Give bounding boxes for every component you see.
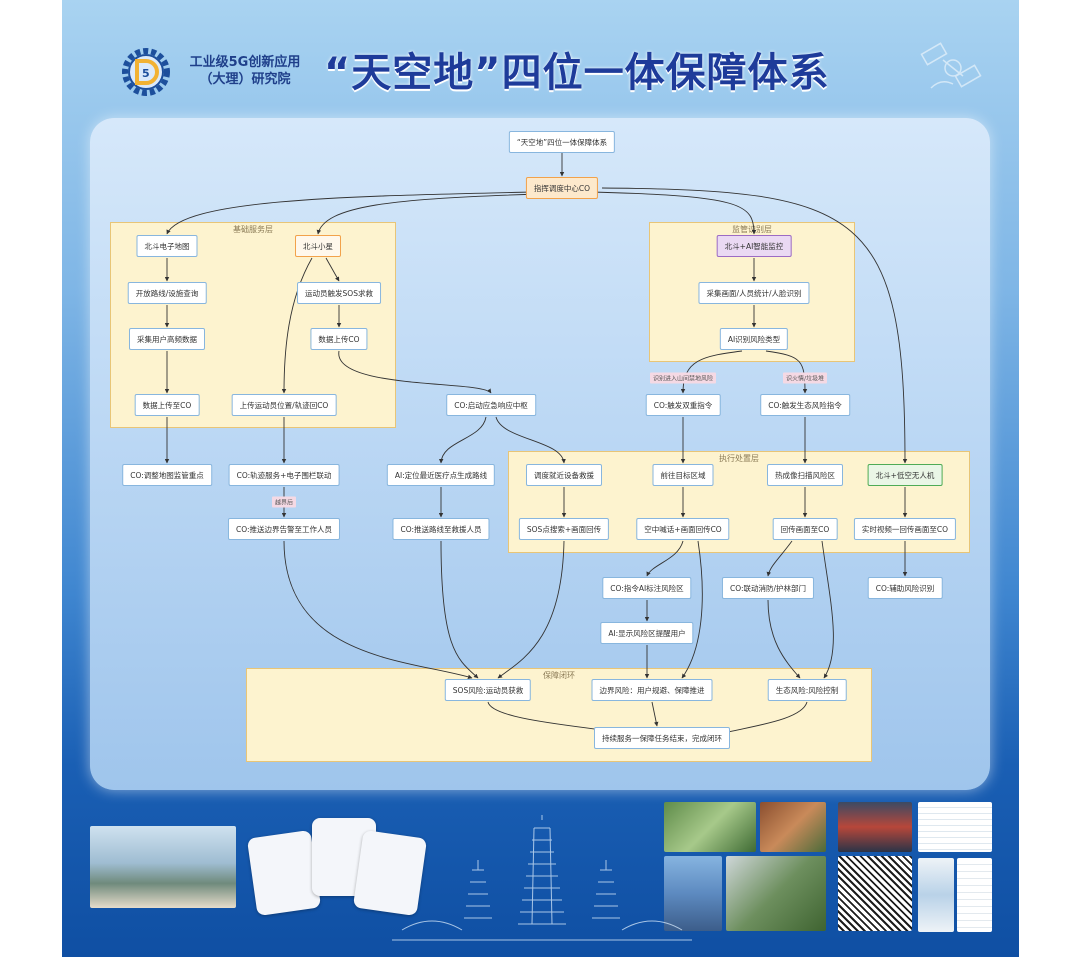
device-card-photo-1 xyxy=(246,829,322,917)
flow-arrow xyxy=(651,701,659,727)
node-root: “天空地”四位一体保障体系 xyxy=(508,131,616,153)
flow-arrow xyxy=(495,416,566,464)
node-co-emergency: CO:启动应急响应中枢 xyxy=(446,394,536,416)
qr-code xyxy=(838,856,912,931)
node-end: 持续服务一保障任务结束，完成闭环 xyxy=(594,727,730,749)
forest-camera-photo-1 xyxy=(664,802,756,852)
poster-title: “天空地”四位一体保障体系 xyxy=(324,50,830,96)
node-co-track: CO:轨迹服务+电子围栏联动 xyxy=(228,464,340,486)
node-center: 指挥调度中心CO xyxy=(525,177,599,199)
node-co-ai-mark: CO:指令AI标注风险区 xyxy=(602,577,692,599)
app-screenshot-3 xyxy=(957,858,992,932)
gear-logo-icon: 5 xyxy=(122,48,170,96)
monitor-screen-photo xyxy=(838,802,912,852)
node-ai-display: AI:显示风险区提醒用户 xyxy=(600,622,694,644)
node-thermal: 热成像扫描风险区 xyxy=(767,464,843,486)
flow-arrow xyxy=(283,540,473,679)
flow-arrow xyxy=(591,191,757,235)
layer-monitor-label: 监管识别层 xyxy=(732,225,772,234)
flow-arrow xyxy=(497,540,565,679)
flow-arrow xyxy=(601,187,908,464)
node-bd-mini: 北斗小星 xyxy=(295,235,341,257)
node-dispatch: 调度就近设备救援 xyxy=(526,464,602,486)
satellite-icon xyxy=(920,42,982,89)
node-realtime: 实时视频一回传画面至CO xyxy=(853,518,957,540)
flow-arrow xyxy=(325,257,340,282)
node-collect-img: 采集画面/人员统计/人脸识别 xyxy=(698,282,810,304)
node-co-eco: CO:触发生态风险指令 xyxy=(760,394,850,416)
flow-arrow xyxy=(166,191,533,235)
flow-arrow xyxy=(680,350,743,394)
node-border-risk: 边界风险：用户规避、保障推进 xyxy=(591,679,713,701)
node-co-fire: CO:联动消防/护林部门 xyxy=(721,577,815,599)
org-line1: 工业级5G创新应用 xyxy=(189,55,301,70)
node-ret-img: 回传画面至CO xyxy=(772,518,838,540)
forest-camera-photo-2 xyxy=(760,802,826,852)
flow-arrow xyxy=(338,350,492,394)
flow-arrow xyxy=(723,701,808,735)
forest-camera-photo-3 xyxy=(664,856,722,931)
node-upload-pos: 上传运动员位置/轨迹回CO xyxy=(231,394,337,416)
app-screenshot-2 xyxy=(918,858,954,932)
node-ai-risk: AI识别风险类型 xyxy=(719,328,789,350)
org-name: 工业级5G创新应用 （大理）研究院 xyxy=(180,54,310,88)
node-co-push: CO:推送边界告警至工作人员 xyxy=(227,518,341,540)
node-sos-rescue: SOS风险:运动员获救 xyxy=(444,679,532,701)
pagoda-skyline-icon xyxy=(392,815,692,941)
node-bd-drone: 北斗+低空无人机 xyxy=(867,464,943,486)
node-eco-risk: 生态风险:风险控制 xyxy=(767,679,847,701)
tag-boundary: 越界后 xyxy=(271,496,297,508)
flow-arrow xyxy=(316,193,543,235)
node-ai-monitor: 北斗+AI智能监控 xyxy=(716,235,792,257)
svg-text:5: 5 xyxy=(142,67,150,80)
poster: 5 工业级5G创新应用 （大理）研究院 “天空地”四位一体保障体系 基础服务层 … xyxy=(62,0,1019,957)
node-co-rescue-route: CO:推送路线至救援人员 xyxy=(392,518,490,540)
flow-arrow xyxy=(765,350,808,394)
node-sos-trigger: 运动员触发SOS求救 xyxy=(297,282,381,304)
node-ai-hospital: AI:定位最近医疗点生成路线 xyxy=(386,464,496,486)
tag-fire: 识火情/垃圾堆 xyxy=(782,372,828,384)
app-screenshot-1 xyxy=(918,802,992,852)
forest-camera-photo-4 xyxy=(726,856,826,931)
node-air-voice: 空中喊话+画面回传CO xyxy=(636,518,730,540)
flow-arrow xyxy=(821,540,834,679)
drone-lake-photo xyxy=(90,826,236,908)
node-route-query: 开放路线/设施查询 xyxy=(127,282,207,304)
org-line2: （大理）研究院 xyxy=(199,72,291,87)
flow-arrow xyxy=(681,540,703,679)
node-bd-map: 北斗电子地图 xyxy=(136,235,198,257)
flow-arrow xyxy=(440,540,479,679)
flow-arrow xyxy=(646,540,684,577)
node-co-adjust: CO:调整地图监管重点 xyxy=(122,464,212,486)
flow-edges xyxy=(164,153,908,735)
node-upload-co2: 数据上传CO xyxy=(310,328,368,350)
node-co-assist: CO:辅助风险识别 xyxy=(867,577,943,599)
node-collect-user: 采集用户高频数据 xyxy=(129,328,205,350)
node-sos-spot: SOS点搜索+画面回传 xyxy=(518,518,610,540)
layer-exec-label: 执行处置层 xyxy=(719,454,759,463)
node-goto-area: 前往目标区域 xyxy=(652,464,714,486)
flow-arrow xyxy=(766,540,793,577)
node-co-dual: CO:触发双重指令 xyxy=(645,394,721,416)
layer-base-label: 基础服务层 xyxy=(233,225,273,234)
layer-loop-label: 保障闭环 xyxy=(543,671,575,680)
flow-arrow xyxy=(281,257,313,394)
layer-loop: 保障闭环 xyxy=(246,668,872,762)
tag-danger: 识别进入山间禁地风险 xyxy=(649,372,717,384)
flow-arrow xyxy=(767,599,801,679)
node-upload-co1: 数据上传至CO xyxy=(134,394,200,416)
flow-arrow xyxy=(438,416,487,464)
